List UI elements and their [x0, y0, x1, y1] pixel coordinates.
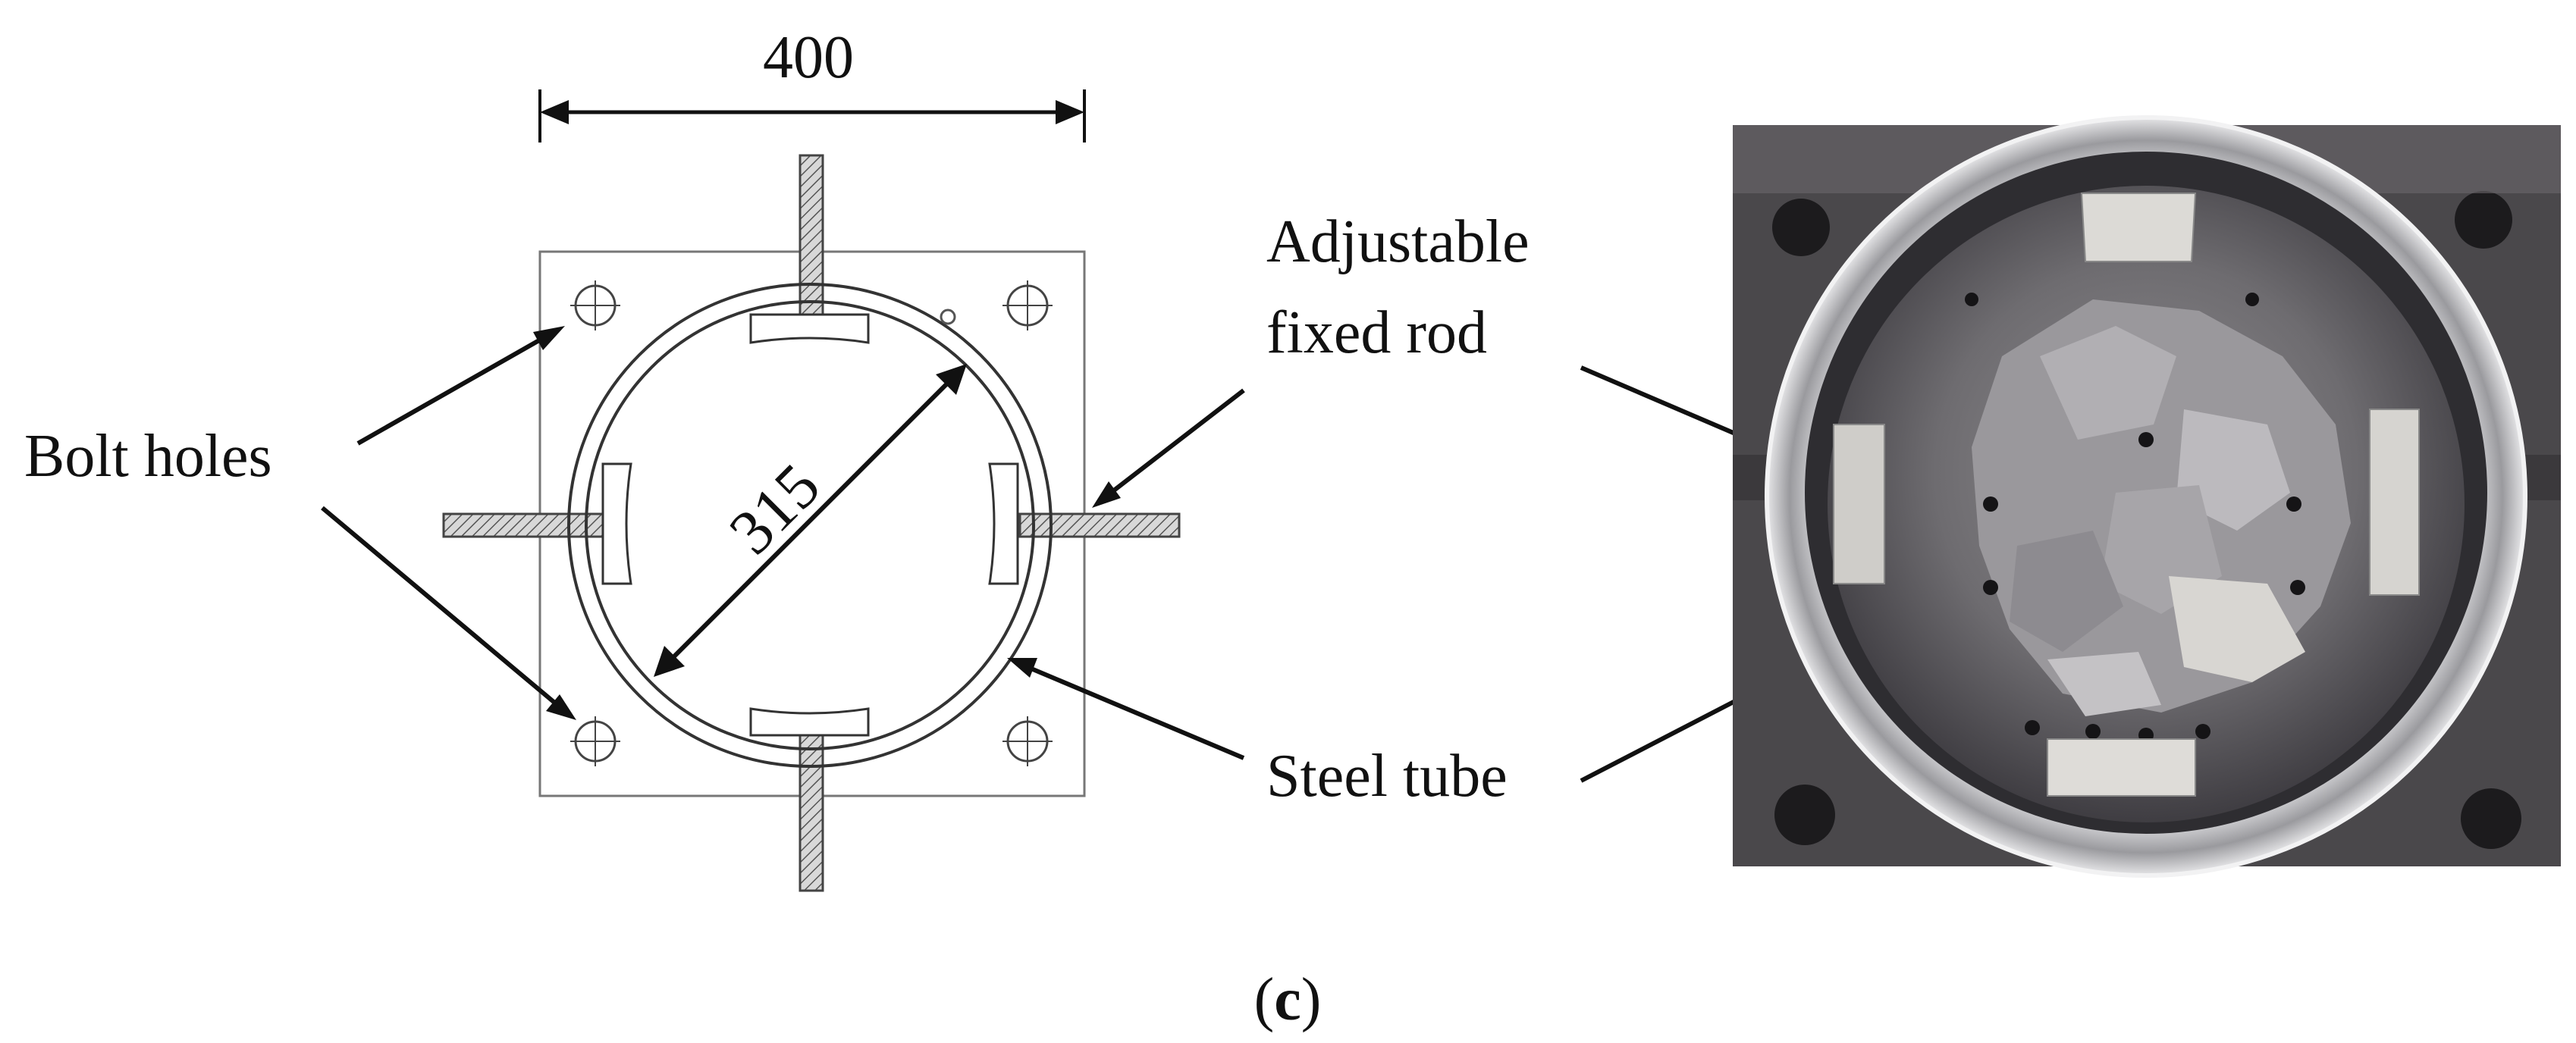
bolt-holes-callout: Bolt holes — [24, 326, 576, 720]
concrete-debris — [1972, 299, 2351, 716]
width-dimension: 400 — [538, 24, 1086, 143]
steel-tube-label: Steel tube — [1266, 743, 1508, 810]
caption-letter: c — [1274, 966, 1301, 1033]
plate-drawing: 315 — [442, 154, 1181, 892]
svg-text:(c): (c) — [1254, 966, 1322, 1033]
specimen-photo — [1733, 115, 2561, 878]
rod-top — [799, 154, 824, 320]
width-dimension-label: 400 — [763, 24, 854, 91]
rod-bottom — [799, 726, 824, 892]
pad-top — [749, 313, 870, 344]
caption-open-paren: ( — [1254, 966, 1275, 1033]
rod-left — [442, 512, 608, 538]
rod-right — [1018, 512, 1181, 538]
tube-lug — [940, 309, 956, 325]
bolt-hole-top-right — [1002, 280, 1053, 330]
steel-tube-callout: Steel tube — [1007, 658, 1820, 810]
tube-outer-wall — [567, 283, 1053, 768]
bolt-hole-top-left — [570, 280, 620, 330]
figure-caption: (c) — [1254, 966, 1322, 1033]
adjustable-rod-label-line2: fixed rod — [1266, 299, 1487, 366]
bolt-holes-label: Bolt holes — [24, 423, 272, 490]
diameter-dimension: 315 — [654, 364, 967, 677]
adjustable-rod-callout: Adjustable fixed rod — [1092, 208, 1867, 508]
bolt-hole-bottom-right — [1002, 716, 1053, 766]
tube-inner-wall — [585, 300, 1035, 750]
bolt-hole-bottom-left — [570, 716, 620, 766]
diameter-dimension-label: 315 — [716, 450, 833, 568]
adjustable-rod-label-line1: Adjustable — [1266, 208, 1530, 275]
caption-close-paren: ) — [1301, 966, 1322, 1033]
pad-bottom — [749, 707, 870, 737]
pad-left — [601, 462, 632, 585]
pad-right — [988, 462, 1019, 585]
